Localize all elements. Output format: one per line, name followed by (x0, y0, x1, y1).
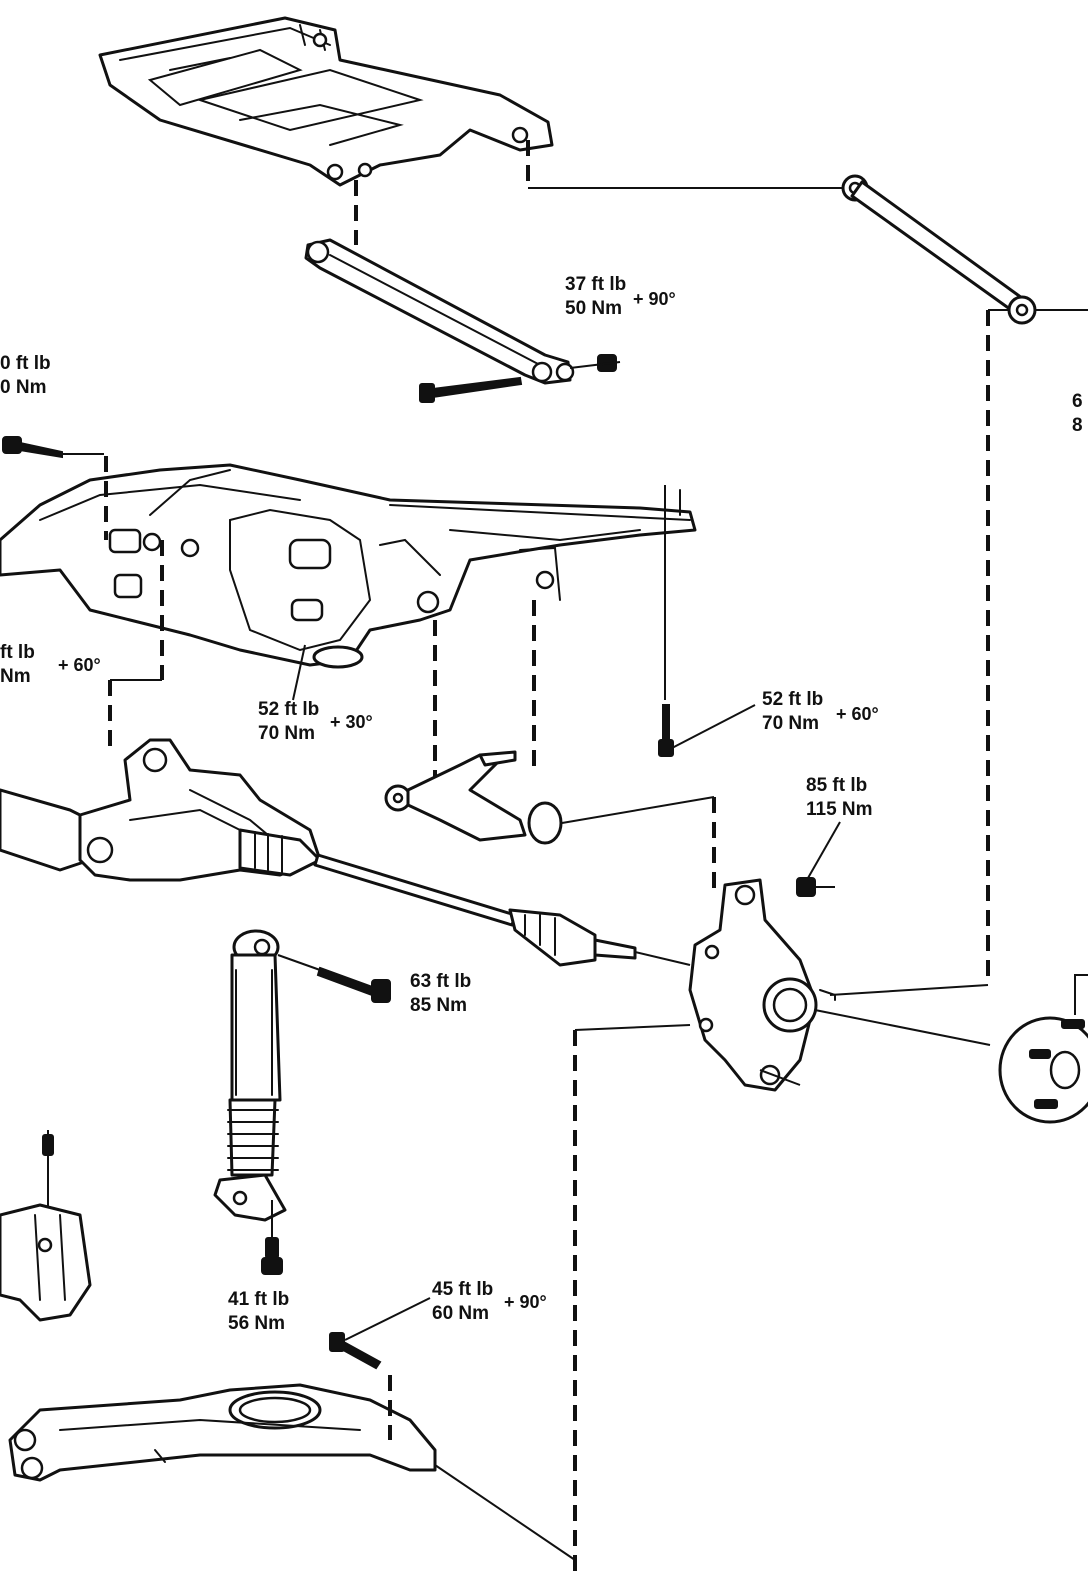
torque-crossmember-left-bolt: 0 ft lb 0 Nm (0, 352, 51, 400)
torque-crossmember-center: 52 ft lb 70 Nm + 30° (258, 698, 373, 746)
torque-nm: 70 Nm (762, 713, 820, 734)
torque-nm: Nm (0, 666, 31, 687)
torque-nm: 70 Nm (258, 723, 316, 744)
torque-knuckle-vertical-bolt: 52 ft lb 70 Nm + 60° (762, 688, 879, 736)
torque-angle: + 30° (330, 712, 373, 732)
torque-angle: + 60° (58, 655, 101, 675)
mount-bracket (0, 1130, 92, 1322)
torque-nm: 85 Nm (410, 995, 468, 1016)
torque-ftlb: 52 ft lb (258, 699, 320, 720)
axle-carrier (0, 463, 697, 669)
torque-nm: 50 Nm (565, 298, 623, 319)
torque-nm: 0 Nm (0, 377, 47, 398)
torque-angle: + 60° (836, 704, 879, 724)
torque-lower-arm-bolt: 45 ft lb 60 Nm + 90° (432, 1278, 547, 1326)
wheel-knuckle (688, 878, 991, 1092)
toe-link-arm (384, 750, 715, 845)
torque-shock-upper-bolt: 63 ft lb 85 Nm (410, 970, 471, 1018)
torque-nm: 56 Nm (228, 1313, 286, 1334)
torque-angle: + 90° (633, 289, 676, 309)
torque-ftlb: 0 ft lb (0, 353, 51, 374)
wheel-hub (998, 974, 1088, 1124)
lower-control-arm (8, 1297, 437, 1482)
crossmember-left-bolt (2, 436, 104, 459)
torque-angle: + 90° (504, 1292, 547, 1312)
knuckle-nut (796, 821, 841, 897)
torque-ftlb: 85 ft lb (806, 775, 868, 796)
torque-nm: 115 Nm (806, 799, 873, 820)
shock-absorber (213, 929, 391, 1275)
torque-nm: 8 (1072, 415, 1083, 436)
torque-ftlb: 6 (1072, 391, 1083, 412)
upper-subframe (98, 16, 554, 187)
torque-right-edge-fragment: 6 8 (1072, 390, 1083, 438)
torque-crossmember-lower-left: ft lb Nm + 60° (0, 641, 101, 689)
torque-ftlb: 45 ft lb (432, 1279, 494, 1300)
torque-ftlb: ft lb (0, 642, 35, 663)
torque-knuckle-nut: 85 ft lb 115 Nm (806, 774, 873, 822)
differential-and-driveshaft (0, 738, 691, 967)
vertical-bolt (658, 704, 756, 757)
upper-control-arm (304, 238, 621, 403)
torque-nm: 60 Nm (432, 1303, 490, 1324)
torque-ftlb: 63 ft lb (410, 971, 472, 992)
torque-ftlb: 37 ft lb (565, 274, 627, 295)
lateral-link (841, 174, 1088, 325)
torque-shock-lower-bolt: 41 ft lb 56 Nm (228, 1288, 289, 1336)
torque-ftlb: 41 ft lb (228, 1289, 290, 1310)
torque-upper-arm-nut: 37 ft lb 50 Nm + 90° (565, 273, 676, 321)
torque-ftlb: 52 ft lb (762, 689, 824, 710)
